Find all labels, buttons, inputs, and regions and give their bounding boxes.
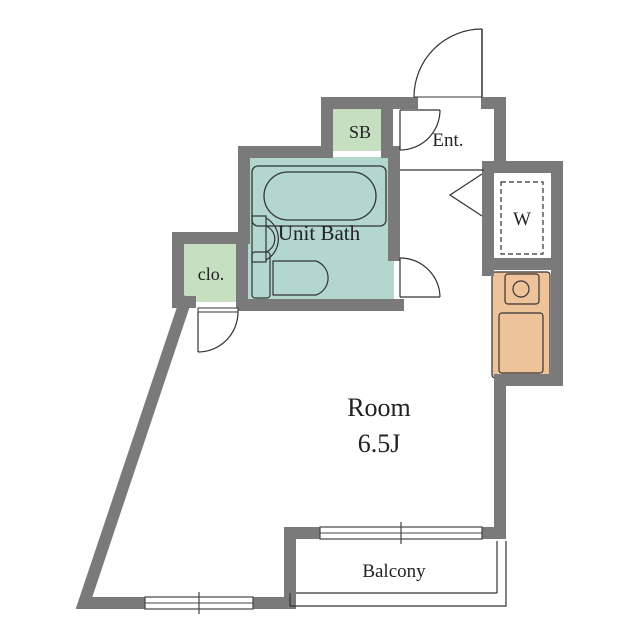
washbasin-icon <box>251 215 279 263</box>
closet-area <box>178 238 242 302</box>
closet-door[interactable] <box>197 307 239 353</box>
sink-icon <box>498 312 544 374</box>
door-swing-icon <box>197 307 239 313</box>
window-icon <box>319 522 483 544</box>
bathtub-icon <box>251 165 387 227</box>
thin-lines <box>289 169 507 607</box>
entrance-label: Ent. <box>432 130 463 151</box>
room-size-label: 6.5J <box>358 429 401 458</box>
door-arc <box>413 28 483 98</box>
door-arc <box>399 109 441 151</box>
washer-label: W <box>513 209 531 230</box>
room-name-label: Room <box>347 393 411 422</box>
bath-door[interactable] <box>399 257 441 298</box>
toilet-icon <box>251 251 329 299</box>
shoe-box-label: SB <box>349 122 371 142</box>
kitchen-counter <box>491 271 551 379</box>
balcony-label: Balcony <box>362 561 426 582</box>
door-arc <box>399 257 441 298</box>
door-arc <box>197 311 239 353</box>
shoe-box-door[interactable] <box>399 109 441 151</box>
closet-label: clo. <box>198 264 225 284</box>
washer-space-icon <box>500 181 544 255</box>
stove-icon <box>504 273 540 305</box>
entrance-door[interactable] <box>413 28 483 98</box>
shoe-box-area <box>327 103 387 151</box>
window-icon <box>144 592 254 614</box>
unit-bath-label: Unit Bath <box>278 221 361 245</box>
